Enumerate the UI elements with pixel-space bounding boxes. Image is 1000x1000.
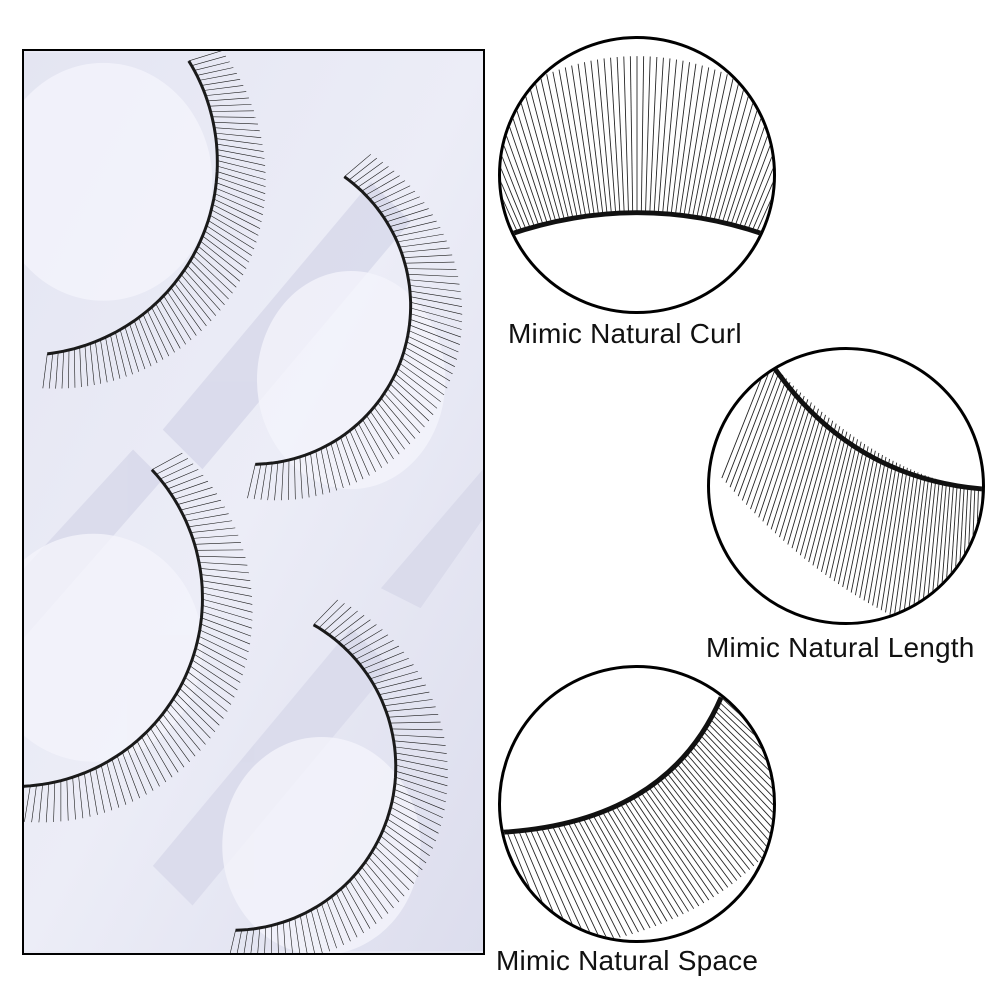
- curl-detail-circle: [498, 36, 776, 314]
- eyelash-length-closeup-icon: [721, 358, 982, 622]
- space-caption: Mimic Natural Space: [496, 945, 759, 976]
- eyelash-tray-illustration: [24, 51, 483, 953]
- curl-caption: Mimic Natural Curl: [508, 318, 742, 349]
- space-detail-circle: [498, 665, 776, 943]
- product-photo: [22, 49, 485, 955]
- eyelash-curl-closeup-icon: [501, 56, 773, 237]
- length-detail-circle: [707, 347, 985, 625]
- length-caption: Mimic Natural Length: [706, 632, 975, 663]
- eyelash-space-closeup-icon: [501, 696, 773, 940]
